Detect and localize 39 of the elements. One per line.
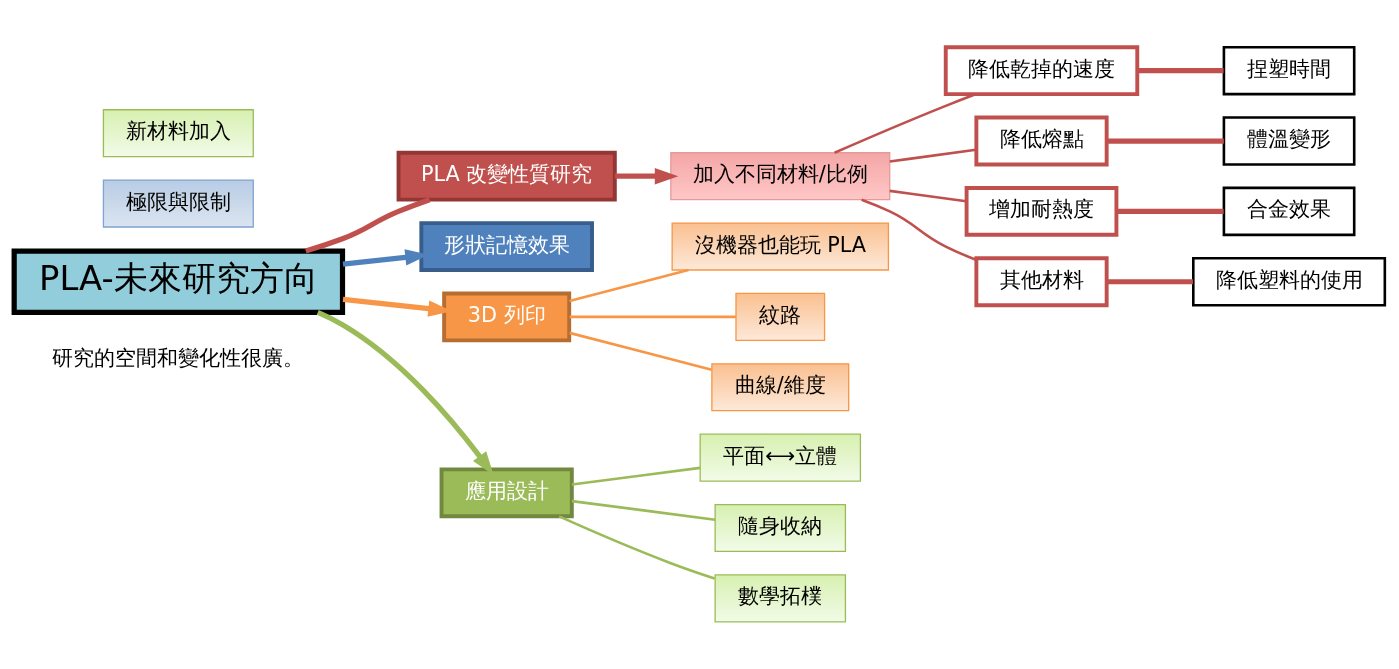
- node-box: 捏塑時間: [1222, 45, 1356, 96]
- node-box: 沒機器也能玩 PLA: [671, 222, 890, 271]
- node-box: 降低塑料的使用: [1192, 256, 1387, 307]
- connector: [834, 93, 976, 154]
- node-box: 極限與限制: [102, 179, 254, 228]
- connector: [569, 331, 712, 372]
- connector: [1107, 138, 1224, 144]
- connector: [1107, 279, 1193, 285]
- node-box: 合金效果: [1222, 186, 1356, 237]
- node-box: PLA-未來研究方向: [11, 248, 346, 315]
- connector: [571, 466, 701, 486]
- node-box: 增加耐熱度: [964, 185, 1119, 237]
- arrow: [615, 167, 679, 185]
- node-box: 紋路: [735, 292, 826, 341]
- node-box: 體溫變形: [1222, 116, 1356, 166]
- node-box: 降低熔點: [974, 115, 1109, 167]
- connector: [571, 499, 716, 521]
- node-box: 形狀記憶效果: [419, 221, 594, 272]
- node-box: 平面⟷立體: [699, 433, 862, 482]
- connector: [861, 198, 977, 262]
- connector: [1116, 208, 1224, 214]
- connector: [889, 148, 977, 163]
- node-box: 其他材料: [974, 256, 1109, 308]
- node-box: 數學拓樸: [714, 574, 847, 623]
- node-box: 曲線/維度: [711, 363, 850, 412]
- connector: [558, 515, 715, 580]
- label: 研究的空間和變化性很廣。: [52, 345, 305, 370]
- node-box: 新材料加入: [102, 109, 254, 158]
- node-box: 3D 列印: [442, 291, 572, 343]
- connector: [569, 268, 689, 303]
- node-box: PLA 改變性質研究: [396, 150, 617, 202]
- node-box: 降低乾掉的速度: [943, 45, 1140, 97]
- connector: [305, 197, 431, 254]
- node-box: 隨身收納: [714, 503, 847, 553]
- connector: [889, 189, 967, 203]
- connector: [1137, 68, 1224, 74]
- connector: [569, 315, 736, 319]
- node-box: 加入不同材料/比例: [670, 152, 891, 201]
- node-box: 應用設計: [439, 467, 574, 519]
